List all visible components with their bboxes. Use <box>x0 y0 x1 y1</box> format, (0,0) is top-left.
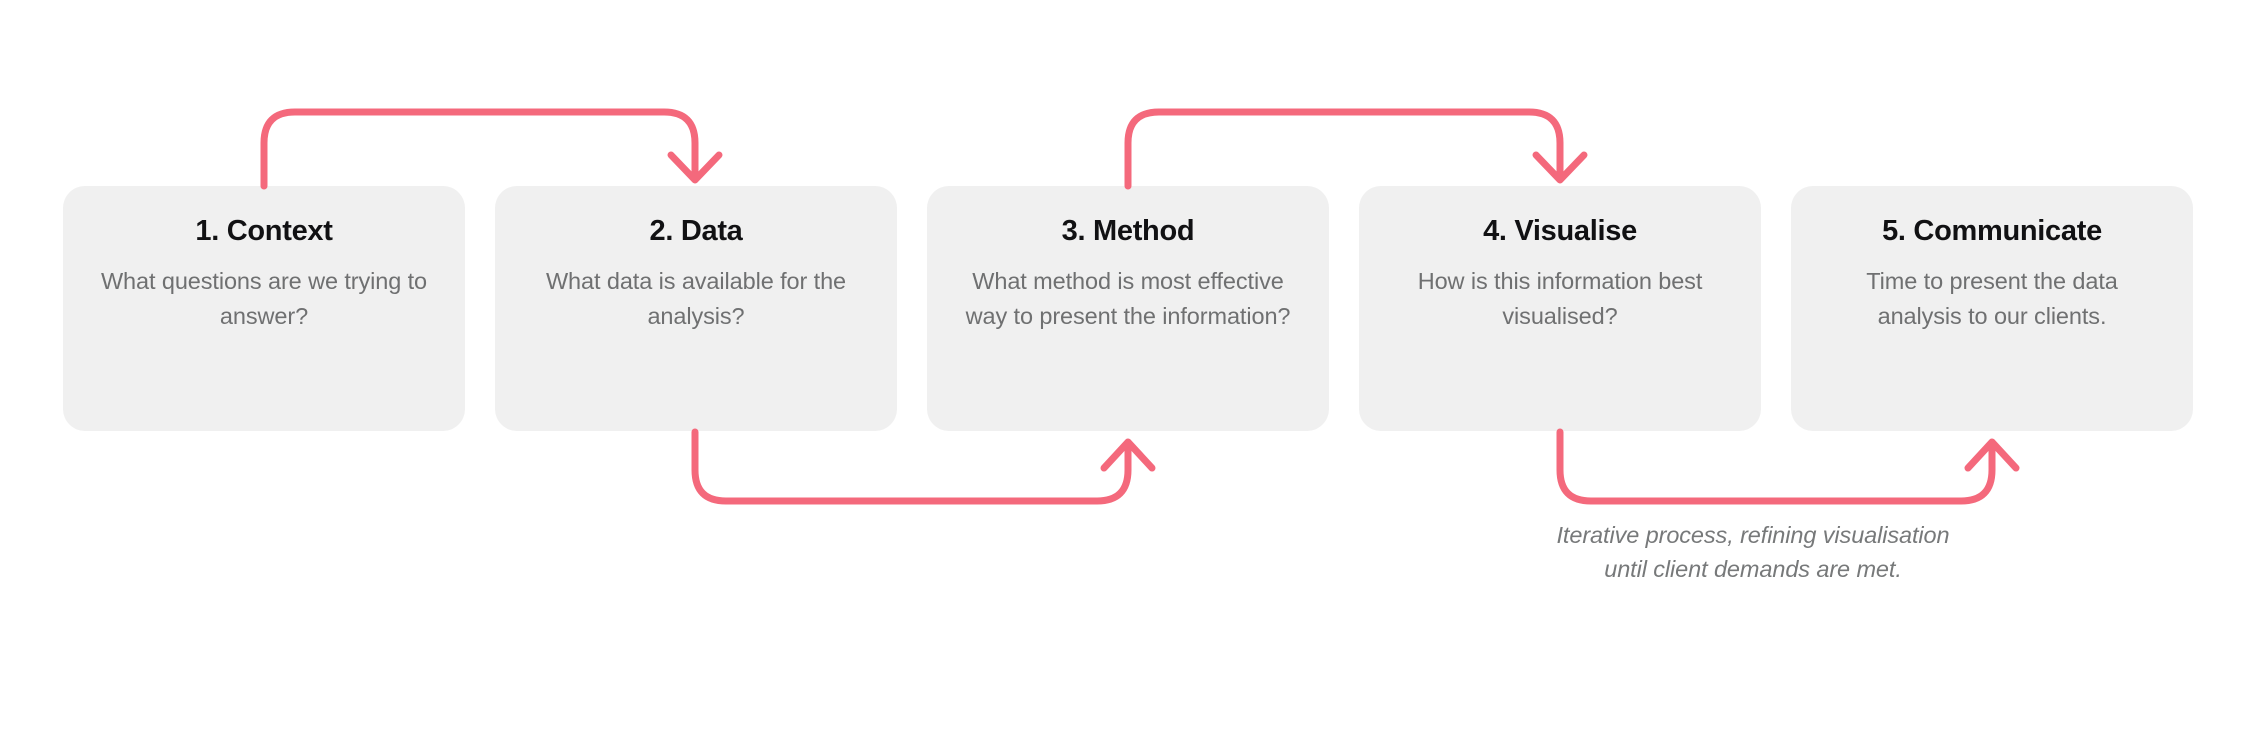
step-description: How is this information best visualised? <box>1417 268 1703 329</box>
step-title: 2. Data <box>649 215 743 247</box>
connector-data-to-method-path <box>691 428 1132 505</box>
iterative-process-note: Iterative process, refining visualisatio… <box>1556 522 1950 583</box>
connector-method-to-visualise-path <box>1124 108 1564 190</box>
step-title: 4. Visualise <box>1483 215 1637 247</box>
process-step-card-context[interactable]: 1. Context What questions are we trying … <box>63 186 465 431</box>
process-step-card-communicate[interactable]: 5. Communicate Time to present the data … <box>1791 186 2193 431</box>
process-steps-row: 1. Context What questions are we trying … <box>63 186 2193 431</box>
step-title: 1. Context <box>195 215 333 247</box>
process-step-card-method[interactable]: 3. Method What method is most effective … <box>927 186 1329 431</box>
step-description: What data is available for the analysis? <box>545 268 847 329</box>
process-step-card-data[interactable]: 2. Data What data is available for the a… <box>495 186 897 431</box>
connector-context-to-data-path <box>260 108 699 190</box>
step-description: What questions are we trying to answer? <box>100 268 428 329</box>
connector-visualise-to-communicate-path <box>1556 428 1996 505</box>
connector-method-to-visualise <box>1124 108 1588 190</box>
connector-data-to-method <box>691 428 1156 505</box>
step-title: 5. Communicate <box>1882 215 2102 247</box>
connector-context-to-data <box>260 108 723 190</box>
connector-context-to-data-arrowhead-icon <box>667 151 723 184</box>
step-description: What method is most effective way to pre… <box>965 268 1291 329</box>
connector-visualise-to-communicate-arrowhead-icon <box>1964 438 2020 472</box>
connector-data-to-method-arrowhead-icon <box>1100 438 1156 472</box>
connector-method-to-visualise-arrowhead-icon <box>1532 151 1588 184</box>
connector-visualise-to-communicate <box>1556 428 2020 505</box>
step-description: Time to present the data analysis to our… <box>1866 268 2118 329</box>
step-title: 3. Method <box>1061 215 1195 247</box>
process-step-card-visualise[interactable]: 4. Visualise How is this information bes… <box>1359 186 1761 431</box>
